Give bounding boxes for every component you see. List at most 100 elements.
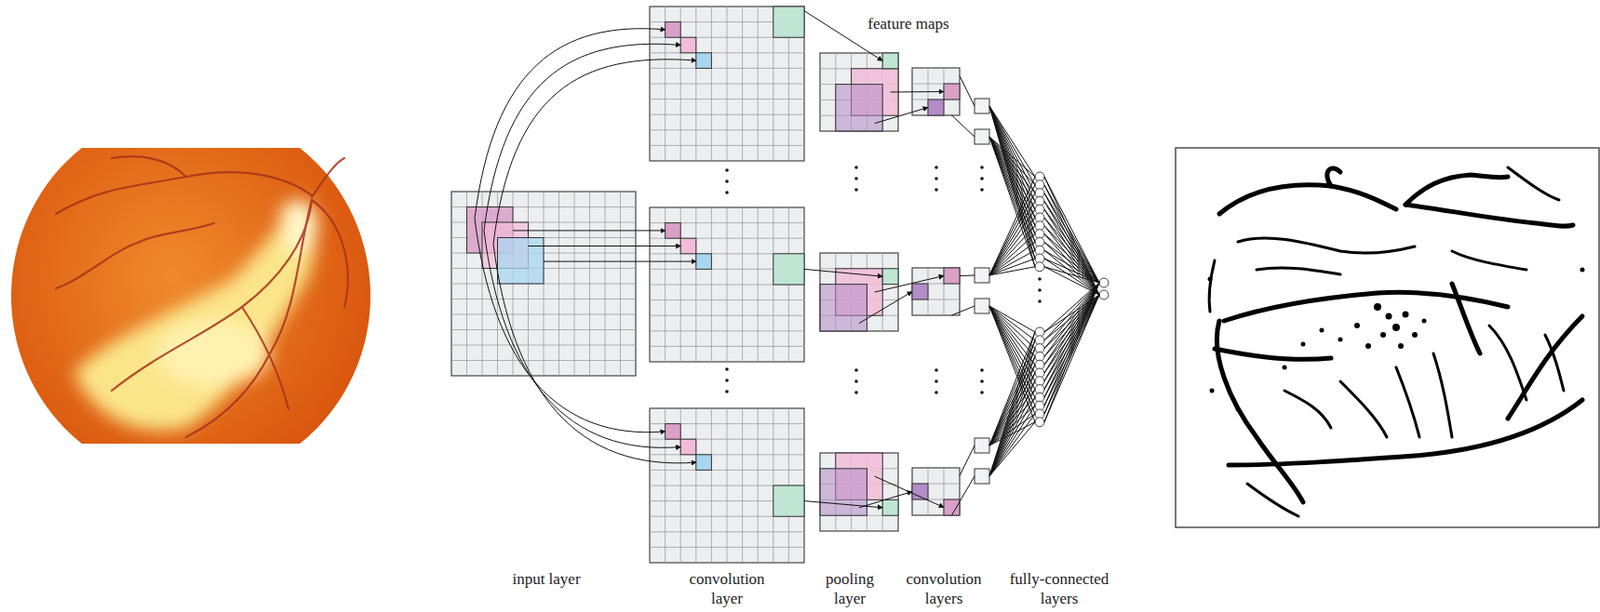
grid-lines [649, 207, 805, 363]
connection-line [1044, 193, 1100, 283]
connection-line [1044, 258, 1100, 296]
connection-line [1044, 209, 1100, 296]
ellipsis-dot [725, 378, 729, 383]
grid-frame [820, 453, 899, 532]
ellipsis-dot [980, 176, 984, 181]
output-neuron [1099, 290, 1109, 300]
feature-unit [974, 438, 990, 454]
grid-lines [820, 253, 899, 332]
connection-line [874, 107, 928, 124]
connection-line [1044, 226, 1100, 296]
grid-lines [649, 6, 805, 162]
receptive-field [680, 439, 697, 456]
connection-line [989, 193, 1036, 276]
connection-line [989, 414, 1036, 477]
output-neuron [1099, 278, 1109, 288]
ellipsis-dot [934, 390, 939, 395]
connection-line [952, 476, 976, 516]
ellipsis-dot [1037, 299, 1042, 304]
neuron [1035, 417, 1045, 428]
layer-label: convolution layers [900, 569, 989, 609]
connection-line [1044, 185, 1100, 296]
grid-frame [912, 468, 960, 516]
connection-line [804, 268, 883, 277]
connection-lines [474, 11, 1100, 516]
connection-line [1044, 209, 1100, 283]
connection-line [989, 306, 1036, 350]
grid-lines [451, 191, 636, 377]
receptive-field [665, 424, 682, 441]
receptive-field [927, 99, 944, 116]
receptive-field [773, 485, 805, 517]
connection-line [989, 176, 1036, 276]
connection-line [1044, 250, 1100, 296]
connection-line [890, 91, 944, 94]
receptive-field [943, 83, 960, 100]
connection-line [1044, 201, 1100, 296]
connection-line [989, 340, 1036, 477]
connection-line [493, 243, 697, 464]
connection-line [989, 242, 1036, 276]
connection-line [1044, 295, 1100, 415]
receptive-field [665, 22, 682, 39]
ellipsis-dot [980, 165, 984, 170]
connection-line [989, 422, 1036, 477]
connection-line [959, 275, 975, 278]
receptive-field [497, 238, 545, 285]
grid-frame [649, 6, 805, 162]
neuron [1035, 262, 1045, 272]
connection-line [1044, 282, 1100, 398]
connection-line [1044, 282, 1100, 423]
connection-line [989, 356, 1036, 477]
ellipsis-dot [854, 390, 859, 395]
layer-label: pooling layer [815, 569, 886, 609]
connection-line [1044, 295, 1100, 398]
connection-line [1044, 226, 1100, 283]
connection-line [1044, 295, 1100, 406]
section-label: feature maps [843, 13, 974, 34]
receptive-field [943, 499, 960, 516]
connection-line [989, 349, 1036, 477]
layer-label: fully-connected layers [1001, 569, 1118, 609]
connection-line [493, 59, 697, 244]
grid-lines [912, 268, 960, 316]
ellipsis-dot [980, 368, 984, 373]
connection-line [474, 218, 666, 433]
connection-line [989, 332, 1036, 477]
ellipsis-dot [725, 179, 729, 184]
ellipsis-dot [725, 190, 729, 195]
ellipsis-dot [934, 165, 939, 170]
ellipsis-dot [725, 389, 729, 394]
connection-line [484, 43, 682, 231]
receptive-field [820, 284, 867, 332]
connection-line [989, 258, 1036, 276]
connection-line [859, 292, 913, 324]
fundus-photo [11, 147, 371, 444]
connection-line [1044, 295, 1100, 423]
connection-line [1044, 295, 1100, 382]
feature-unit [974, 129, 990, 145]
grid-lines [912, 468, 960, 516]
ellipsis-dot [980, 379, 984, 384]
feature-unit [974, 469, 990, 485]
connection-line [1044, 234, 1100, 283]
receptive-field [773, 6, 805, 38]
connection-line [989, 389, 1036, 477]
receptive-field [912, 283, 928, 300]
connection-line [1044, 295, 1100, 374]
ellipsis-dot [854, 379, 859, 384]
grid-lines [820, 453, 899, 532]
connection-line [989, 267, 1036, 276]
ellipsis-dot [854, 165, 859, 170]
connection-line [874, 276, 944, 294]
feature-unit [974, 268, 990, 283]
connection-line [989, 373, 1036, 477]
vessel-segmentation [1175, 147, 1600, 528]
connection-line [952, 306, 976, 316]
ellipsis-dot [934, 176, 939, 181]
connection-line [989, 226, 1036, 276]
receptive-field [696, 455, 713, 471]
connection-line [989, 381, 1036, 477]
receptive-field [882, 268, 899, 285]
connection-line [989, 349, 1036, 446]
